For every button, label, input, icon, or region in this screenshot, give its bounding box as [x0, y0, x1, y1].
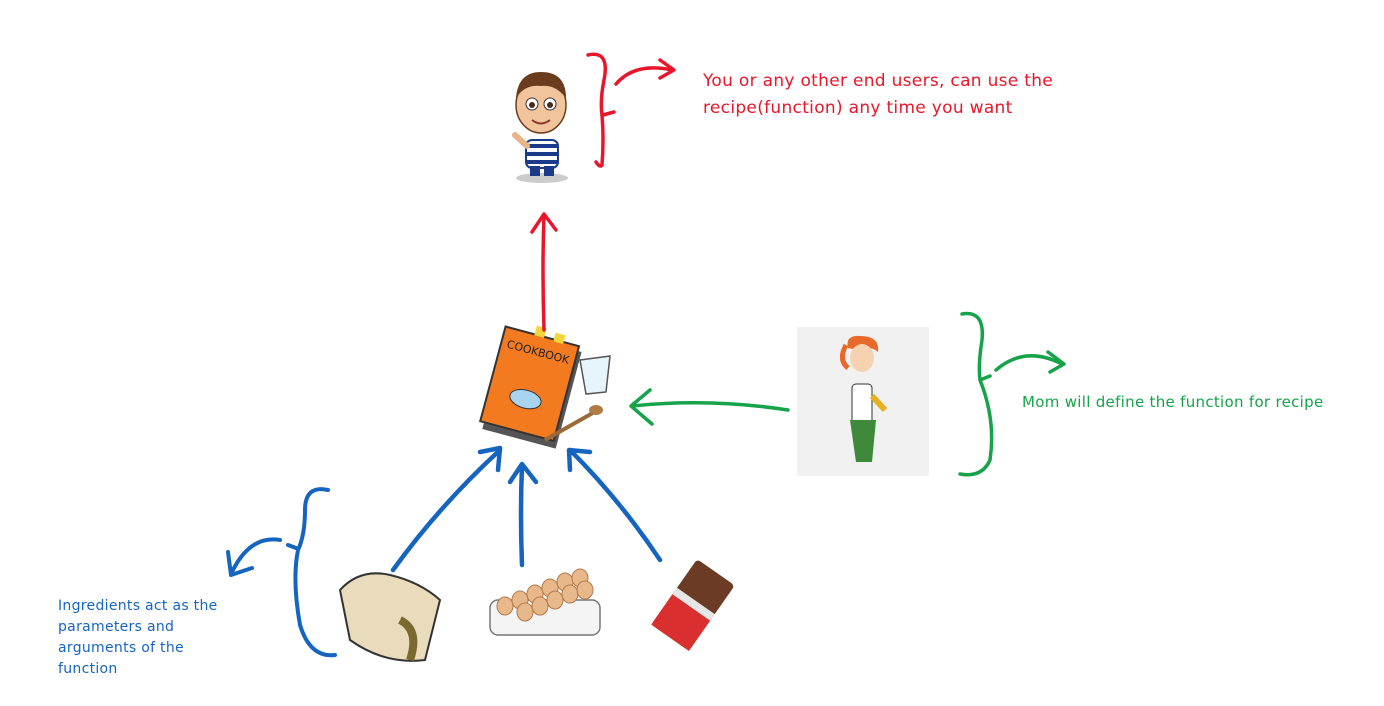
cookbook-figure: COOKBOOK — [479, 325, 582, 449]
red-arrow-to-user — [530, 212, 558, 332]
spoon-head — [589, 405, 603, 415]
blue-brace — [226, 487, 337, 658]
eggs-carton-icon — [489, 568, 601, 636]
measuring-cup-icon — [579, 355, 611, 395]
blue-arrows-to-cookbook — [390, 445, 663, 573]
red-brace — [586, 52, 676, 168]
boy-figure — [512, 72, 568, 183]
green-arrow-to-cookbook — [629, 388, 790, 426]
mom-annotation: Mom will define the function for recipe — [1022, 393, 1324, 411]
flour-bag-icon — [338, 572, 442, 662]
mom-figure — [840, 335, 888, 462]
chocolate-bar-icon — [651, 560, 734, 651]
wooden-spoon-icon — [544, 408, 599, 442]
ingredients-annotation: Ingredients act as the parameters and ar… — [58, 598, 218, 677]
green-brace — [958, 311, 1066, 477]
end-user-annotation: You or any other end users, can use the … — [703, 71, 1054, 118]
